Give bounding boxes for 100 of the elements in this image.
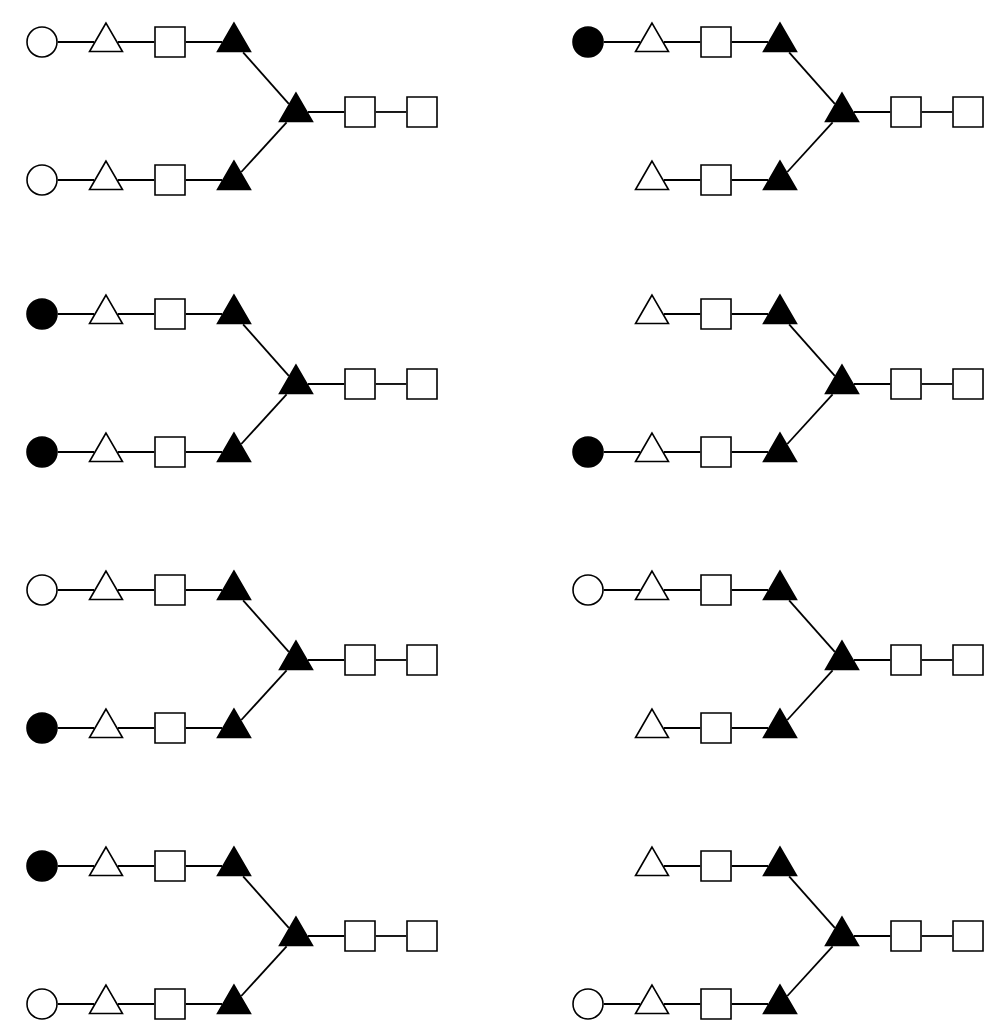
connector-line <box>307 383 346 385</box>
square-symbol <box>344 644 376 676</box>
connector-line <box>730 313 769 315</box>
square-symbol <box>344 368 376 400</box>
connector-line <box>242 323 290 377</box>
connector-line <box>730 1003 769 1005</box>
connector-line <box>240 669 288 721</box>
square-symbol <box>406 644 438 676</box>
connector-line <box>56 313 95 315</box>
connector-line <box>117 313 156 315</box>
square-symbol <box>952 644 984 676</box>
filled-circle-symbol <box>572 26 604 58</box>
square-symbol <box>154 574 186 606</box>
connector-line <box>240 945 288 997</box>
circle-symbol <box>26 164 58 196</box>
connector-line <box>788 51 836 105</box>
connector-line <box>786 945 834 997</box>
connector-line <box>374 659 408 661</box>
connector-line <box>602 1003 641 1005</box>
connector-line <box>663 41 702 43</box>
connector-line <box>184 313 223 315</box>
square-symbol <box>154 436 186 468</box>
connector-line <box>730 727 769 729</box>
connector-line <box>184 589 223 591</box>
connector-line <box>240 393 288 445</box>
connector-line <box>920 659 954 661</box>
connector-line <box>788 323 836 377</box>
connector-line <box>602 41 641 43</box>
connector-line <box>663 179 702 181</box>
square-symbol <box>952 920 984 952</box>
connector-line <box>56 41 95 43</box>
connector-line <box>117 865 156 867</box>
connector-line <box>374 935 408 937</box>
connector-line <box>663 727 702 729</box>
connector-line <box>730 179 769 181</box>
square-symbol <box>154 164 186 196</box>
connector-line <box>184 1003 223 1005</box>
connector-line <box>786 121 834 173</box>
connector-line <box>730 865 769 867</box>
connector-line <box>117 1003 156 1005</box>
connector-line <box>307 111 346 113</box>
connector-line <box>730 589 769 591</box>
connector-line <box>117 451 156 453</box>
connector-line <box>184 41 223 43</box>
connector-line <box>242 875 290 929</box>
connector-line <box>788 875 836 929</box>
connector-line <box>853 383 892 385</box>
connector-line <box>184 865 223 867</box>
circle-symbol <box>572 574 604 606</box>
square-symbol <box>700 164 732 196</box>
connector-line <box>56 865 95 867</box>
square-symbol <box>406 368 438 400</box>
circle-symbol <box>572 988 604 1020</box>
connector-line <box>56 727 95 729</box>
square-symbol <box>700 712 732 744</box>
filled-circle-symbol <box>26 712 58 744</box>
circle-symbol <box>26 988 58 1020</box>
connector-line <box>853 935 892 937</box>
circle-symbol <box>26 26 58 58</box>
square-symbol <box>700 298 732 330</box>
square-symbol <box>154 850 186 882</box>
square-symbol <box>700 574 732 606</box>
connector-line <box>56 1003 95 1005</box>
connector-line <box>117 179 156 181</box>
square-symbol <box>406 920 438 952</box>
square-symbol <box>890 644 922 676</box>
connector-line <box>56 179 95 181</box>
connector-line <box>853 111 892 113</box>
connector-line <box>374 111 408 113</box>
connector-line <box>786 393 834 445</box>
square-symbol <box>344 920 376 952</box>
square-symbol <box>952 96 984 128</box>
connector-line <box>663 1003 702 1005</box>
connector-line <box>663 313 702 315</box>
connector-line <box>730 41 769 43</box>
square-symbol <box>154 298 186 330</box>
connector-line <box>117 41 156 43</box>
connector-line <box>602 451 641 453</box>
square-symbol <box>700 436 732 468</box>
connector-line <box>920 111 954 113</box>
connector-line <box>307 935 346 937</box>
connector-line <box>663 451 702 453</box>
square-symbol <box>154 712 186 744</box>
square-symbol <box>154 988 186 1020</box>
square-symbol <box>890 368 922 400</box>
filled-circle-symbol <box>26 436 58 468</box>
connector-line <box>602 589 641 591</box>
square-symbol <box>344 96 376 128</box>
connector-line <box>663 589 702 591</box>
connector-line <box>56 451 95 453</box>
connector-line <box>853 659 892 661</box>
connector-line <box>920 383 954 385</box>
connector-line <box>730 451 769 453</box>
filled-circle-symbol <box>26 298 58 330</box>
connector-line <box>307 659 346 661</box>
filled-circle-symbol <box>26 850 58 882</box>
circle-symbol <box>26 574 58 606</box>
connector-line <box>240 121 288 173</box>
connector-line <box>663 865 702 867</box>
connector-line <box>184 727 223 729</box>
